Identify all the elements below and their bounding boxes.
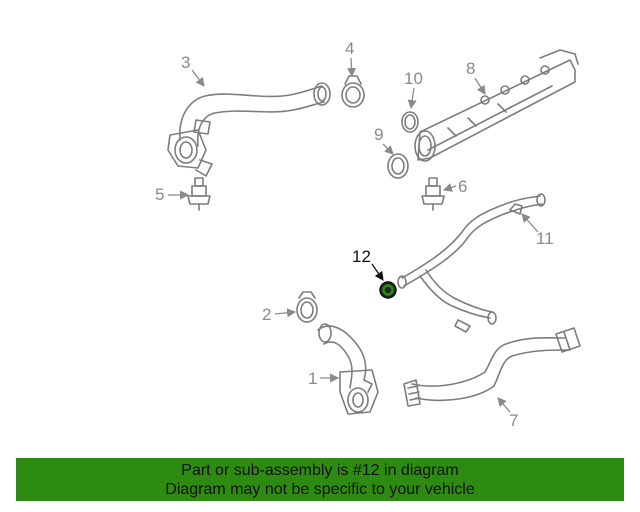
svg-text:11: 11	[536, 229, 554, 248]
parts-diagram: 3 4 10 8 9 5 6 11 12 2 1 7	[155, 39, 581, 430]
callout-11: 11	[521, 213, 554, 248]
svg-text:12: 12	[352, 247, 371, 266]
part-7-long-hose[interactable]	[403, 327, 581, 407]
callout-4: 4	[345, 39, 357, 78]
callout-7: 7	[497, 397, 518, 430]
svg-text:3: 3	[181, 53, 190, 72]
part-12-seal-highlighted[interactable]	[379, 281, 397, 299]
part-9-o-ring[interactable]	[387, 153, 409, 179]
part-info-banner: Part or sub-assembly is #12 in diagram D…	[16, 458, 624, 501]
svg-text:8: 8	[466, 59, 475, 78]
callout-8: 8	[466, 59, 486, 95]
callout-6: 6	[442, 177, 467, 196]
svg-text:9: 9	[374, 125, 383, 144]
part-2-clamp[interactable]	[296, 291, 318, 323]
callout-3: 3	[181, 53, 205, 87]
callout-5: 5	[155, 185, 190, 204]
part-4-clamp[interactable]	[341, 75, 365, 108]
callout-1: 1	[308, 369, 340, 388]
part-10-o-ring[interactable]	[401, 111, 419, 133]
part-5-sensor[interactable]	[187, 177, 211, 211]
callout-12: 12	[352, 247, 384, 281]
svg-text:4: 4	[345, 39, 354, 58]
svg-text:7: 7	[509, 411, 518, 430]
svg-text:2: 2	[262, 305, 271, 324]
part-6-sensor[interactable]	[421, 177, 445, 211]
svg-text:6: 6	[458, 177, 467, 196]
callout-2: 2	[262, 305, 297, 324]
part-1-lower-hose[interactable]	[317, 323, 379, 415]
callout-9: 9	[374, 125, 394, 155]
banner-line-disclaimer: Diagram may not be specific to your vehi…	[165, 481, 475, 498]
svg-text:1: 1	[308, 369, 317, 388]
svg-text:10: 10	[404, 69, 423, 88]
banner-line-part-number: Part or sub-assembly is #12 in diagram	[181, 462, 459, 479]
part-3-upper-hose[interactable]	[167, 82, 331, 177]
svg-text:5: 5	[155, 185, 164, 204]
callout-10: 10	[404, 69, 423, 110]
part-8-coolant-rail[interactable]	[414, 49, 579, 162]
part-11-tube-assembly[interactable]	[397, 193, 546, 333]
